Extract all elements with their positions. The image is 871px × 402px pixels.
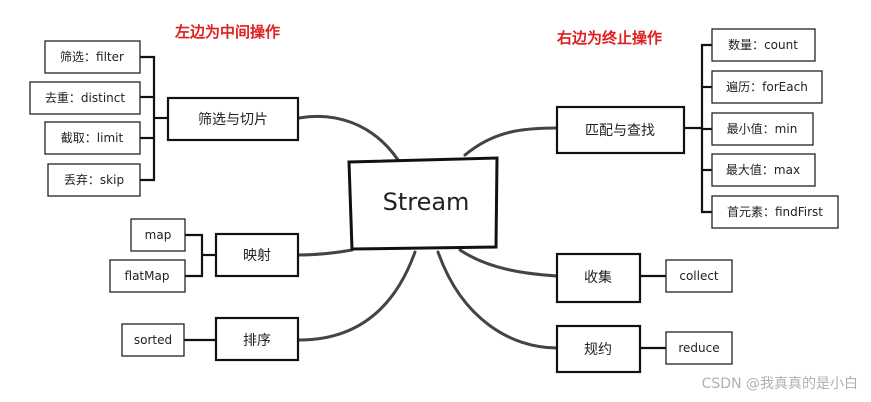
match-item-count: 数量：count xyxy=(711,28,816,62)
filter-node-label: 筛选与切片 xyxy=(198,112,268,128)
collect-node: 收集 xyxy=(555,252,642,304)
svg-text:首元素：findFirst: 首元素：findFirst xyxy=(727,205,823,219)
reduce-node-label: 规约 xyxy=(584,342,612,358)
filter-item-limit: 截取：limit xyxy=(44,121,141,155)
svg-text:最大值：max: 最大值：max xyxy=(726,162,800,177)
right-title: 右边为终止操作 xyxy=(557,29,662,47)
reduce-item-reduce: reduce xyxy=(665,331,733,365)
svg-text:map: map xyxy=(145,228,172,242)
match-node: 匹配与查找 xyxy=(555,105,686,155)
map-node: 映射 xyxy=(214,232,300,278)
curve-to-sort xyxy=(297,250,417,342)
curve-to-reduce xyxy=(436,250,559,350)
match-item-min: 最小值：min xyxy=(711,112,814,146)
map-bracket xyxy=(181,233,216,278)
collect-node-label: 收集 xyxy=(584,269,612,286)
filter-node: 筛选与切片 xyxy=(166,96,300,142)
svg-text:截取：limit: 截取：limit xyxy=(61,131,124,145)
curve-to-map xyxy=(296,248,354,257)
collect-item-collect: collect xyxy=(665,259,733,293)
filter-item-skip: 丢弃：skip xyxy=(47,163,141,197)
svg-text:遍历：forEach: 遍历：forEach xyxy=(726,80,808,94)
svg-text:去重：distinct: 去重：distinct xyxy=(45,91,125,105)
svg-text:筛选：filter: 筛选：filter xyxy=(60,49,124,64)
map-item-flatmap: flatMap xyxy=(109,259,186,293)
left-title: 左边为中间操作 xyxy=(174,23,280,41)
match-item-findfirst: 首元素：findFirst xyxy=(711,195,839,229)
filter-item-filter: 筛选：filter xyxy=(44,40,141,74)
filter-bracket xyxy=(140,55,168,182)
match-item-foreach: 遍历：forEach xyxy=(711,70,823,104)
svg-text:数量：count: 数量：count xyxy=(728,37,798,52)
watermark: CSDN @我真真的是小白 xyxy=(702,376,858,392)
reduce-node: 规约 xyxy=(555,324,642,374)
svg-text:collect: collect xyxy=(679,269,719,283)
sort-node-label: 排序 xyxy=(243,333,271,349)
match-item-max: 最大值：max xyxy=(711,153,816,187)
curve-to-filter xyxy=(297,114,400,162)
svg-text:丢弃：skip: 丢弃：skip xyxy=(64,172,124,187)
stream-node: Stream xyxy=(347,156,499,251)
svg-text:reduce: reduce xyxy=(678,341,719,355)
sort-item-sorted: sorted xyxy=(121,323,185,357)
curve-to-match xyxy=(463,126,559,157)
svg-text:最小值：min: 最小值：min xyxy=(727,121,798,136)
map-item-map: map xyxy=(130,218,186,252)
map-node-label: 映射 xyxy=(243,248,271,264)
filter-item-distinct: 去重：distinct xyxy=(29,81,141,115)
curve-to-collect xyxy=(458,248,559,278)
stream-label: Stream xyxy=(383,188,470,216)
sort-node: 排序 xyxy=(214,316,300,362)
match-node-label: 匹配与查找 xyxy=(585,123,655,139)
svg-text:flatMap: flatMap xyxy=(125,269,170,283)
svg-text:sorted: sorted xyxy=(134,333,172,347)
match-bracket xyxy=(684,43,712,214)
